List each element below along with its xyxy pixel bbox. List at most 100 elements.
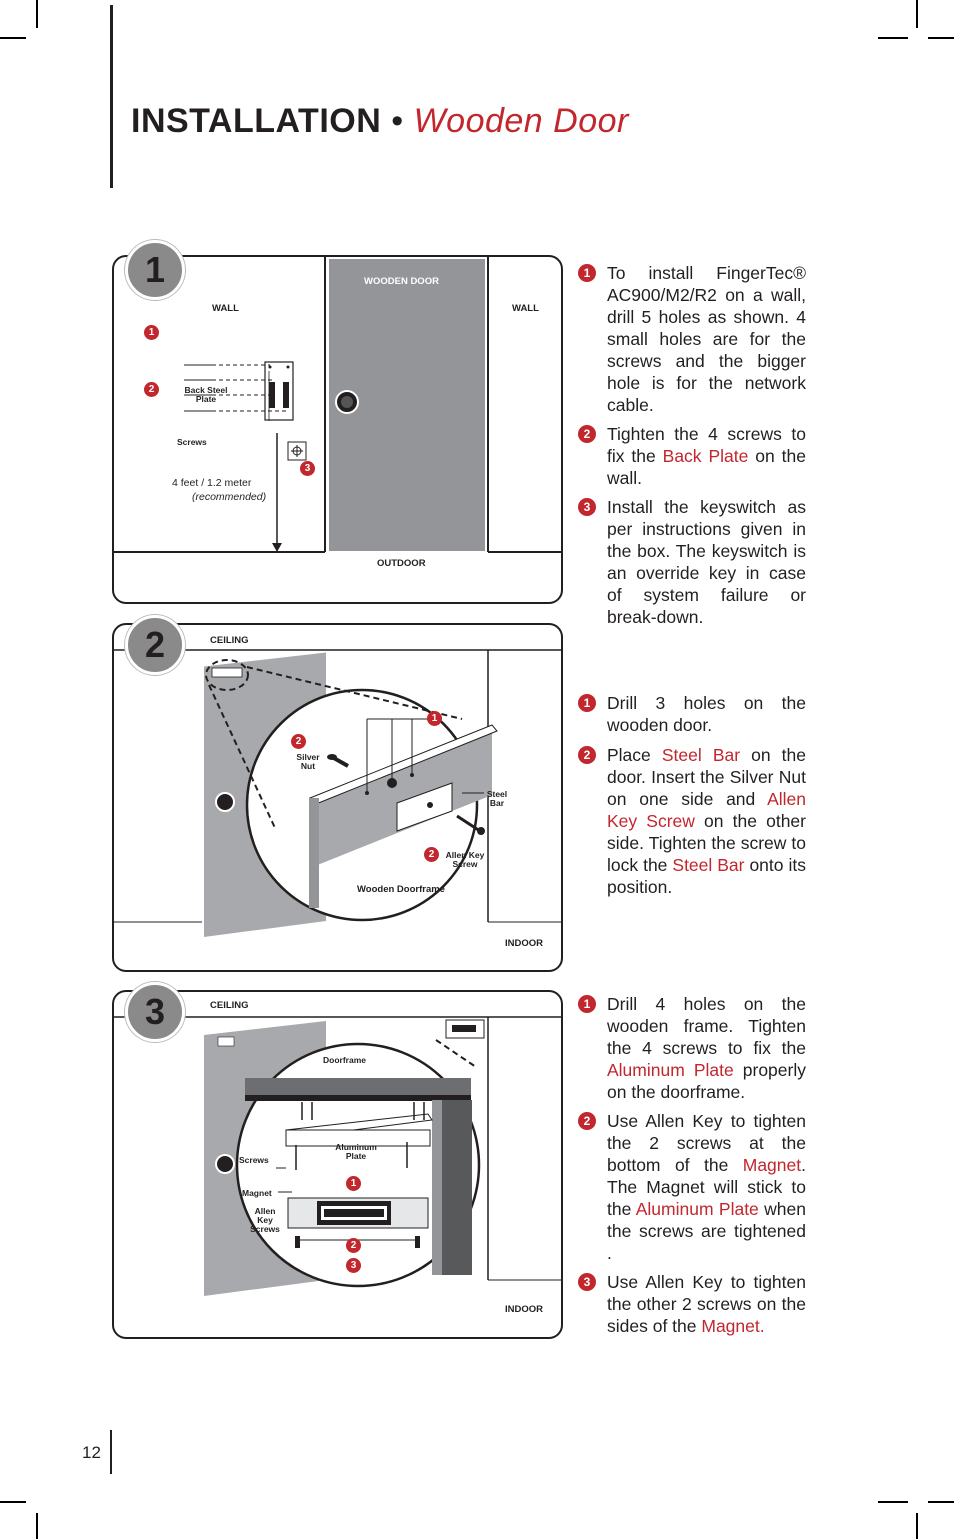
allen-key-screw-label: Allen Key Screw [445, 850, 485, 869]
page-number: 12 [82, 1443, 101, 1462]
figure-1-badge: 1 [125, 240, 185, 300]
figure-3-panel: CEILING INDOOR Doorframe Screws Aluminum… [112, 990, 563, 1339]
step-text-run: on the door. Insert the Silver Nut on on… [607, 745, 807, 809]
crop-mark [916, 0, 918, 28]
step-number-badge: 2 [578, 1112, 596, 1130]
crop-mark [36, 1513, 38, 1539]
step-text-run: To install FingerTec® AC900/M2/R2 on a w… [607, 263, 806, 415]
crop-mark [0, 1501, 26, 1503]
step-number-badge: 3 [578, 1273, 596, 1291]
back-steel-plate-label: Back Steel Plate [184, 385, 228, 404]
ceiling-label: CEILING [210, 635, 249, 646]
crop-mark [928, 37, 954, 39]
figure-2-panel: CEILING INDOOR Silver Nut Steel Bar Alle… [112, 623, 563, 972]
outdoor-label: OUTDOOR [377, 558, 426, 569]
crop-mark [916, 1513, 918, 1539]
wooden-doorframe-label: Wooden Doorframe [357, 884, 445, 895]
step-text-run: when the screws are tightened . [607, 1199, 806, 1263]
step-number-badge: 1 [578, 264, 596, 282]
instruction-step: 2 Tighten the 4 screws to fix the Back Pl… [578, 423, 806, 489]
step-text-run: Drill 3 holes on the wooden door. [607, 693, 806, 735]
step-text-run: onto its position. [607, 855, 806, 897]
marker-1: 1 [144, 325, 159, 340]
magnet-label: Magnet [242, 1188, 272, 1198]
crop-mark [36, 0, 38, 28]
step-text: Use Allen Key to tighten the other 2 scr… [607, 1271, 806, 1337]
step-number-badge: 1 [578, 995, 596, 1013]
figure-2-drawing [114, 649, 561, 937]
header-rule [110, 5, 113, 188]
highlighted-term: Magnet. [701, 1316, 765, 1336]
figure-1-drawing [114, 257, 561, 553]
allen-key-screws-label: Allen Key Screws [250, 1206, 280, 1234]
step-number-badge: 2 [578, 746, 596, 764]
highlighted-term: Allen Key Screw [607, 789, 806, 831]
crop-mark [0, 37, 26, 39]
step-text: Use Allen Key to tighten the 2 screws at… [607, 1110, 806, 1264]
title-subtitle: Wooden Door [413, 102, 629, 140]
silver-nut-label: Silver Nut [296, 752, 320, 771]
marker-2: 2 [291, 734, 306, 749]
screws-label: Screws [177, 437, 207, 447]
step-text-run: Place [607, 745, 662, 765]
wall-left-label: WALL [212, 303, 239, 314]
marker-2: 2 [144, 382, 159, 397]
marker-1: 1 [427, 711, 442, 726]
highlighted-term: Steel Bar [672, 855, 745, 875]
step-text: Tighten the 4 screws to fix the Back Pla… [607, 423, 806, 489]
crop-mark [928, 1501, 954, 1503]
page-title: INSTALLATION • Wooden Door [131, 102, 629, 141]
step-text-run: Drill 4 holes on the wooden frame. Tight… [607, 994, 806, 1058]
step-text: To install FingerTec® AC900/M2/R2 on a w… [607, 262, 806, 416]
step-text: Drill 3 holes on the wooden door. [607, 692, 806, 736]
step-text-run: properly on the doorframe. [607, 1060, 806, 1102]
figure-3-badge: 3 [125, 982, 185, 1042]
ceiling-label: CEILING [210, 1000, 249, 1011]
title-main: INSTALLATION [131, 102, 382, 140]
marker-2: 2 [346, 1238, 361, 1253]
instruction-step: 2 Place Steel Bar on the door. Insert the… [578, 744, 806, 898]
step-number-badge: 1 [578, 694, 596, 712]
figure-3-drawing [114, 1016, 561, 1296]
highlighted-term: Magnet [742, 1155, 802, 1175]
marker-3: 3 [346, 1258, 361, 1273]
step-text: Install the keyswitch as per instruction… [607, 496, 806, 628]
marker-2: 2 [424, 847, 439, 862]
highlighted-term: Steel Bar [661, 745, 741, 765]
wooden-door-label: WOODEN DOOR [364, 276, 439, 287]
highlighted-term: Aluminum Plate [635, 1199, 759, 1219]
instruction-step: 3 Install the keyswitch as per instructio… [578, 496, 806, 628]
wall-right-label: WALL [512, 303, 539, 314]
page-number-rule [110, 1430, 112, 1474]
instruction-step: 1 Drill 4 holes on the wooden frame. Tigh… [578, 993, 806, 1103]
doorframe-label: Doorframe [323, 1055, 366, 1065]
crop-mark [878, 1501, 908, 1503]
title-separator: • [391, 102, 404, 140]
step-number-badge: 2 [578, 425, 596, 443]
step-text-run: Tighten the 4 screws to fix the [607, 424, 806, 466]
step-text-run: Use Allen Key to tighten the 2 screws at… [607, 1111, 806, 1175]
step-text-run: Use Allen Key to tighten the other 2 scr… [607, 1272, 806, 1336]
instruction-step: 1 Drill 3 holes on the wooden door. [578, 692, 806, 736]
marker-3: 3 [300, 461, 315, 476]
crop-mark [878, 37, 908, 39]
indoor-label: INDOOR [505, 938, 543, 949]
marker-1: 1 [346, 1176, 361, 1191]
step-text: Drill 4 holes on the wooden frame. Tight… [607, 993, 806, 1103]
aluminum-plate-label: Aluminum Plate [335, 1142, 377, 1161]
highlighted-term: Back Plate [662, 446, 749, 466]
screws-label: Screws [239, 1155, 269, 1165]
step-text-run: on the wall. [607, 446, 806, 488]
steel-bar-label: Steel Bar [486, 789, 508, 808]
step-text-run: on the other side. Tighten the screw to … [607, 811, 806, 875]
figure-2-badge: 2 [125, 615, 185, 675]
height-note: (recommended) [192, 491, 267, 503]
highlighted-term: Aluminum Plate [607, 1060, 734, 1080]
step-text: Place Steel Bar on the door. Insert the … [607, 744, 806, 898]
step-text-run: Install the keyswitch as per instruction… [607, 497, 806, 627]
instruction-step: 2 Use Allen Key to tighten the 2 screws a… [578, 1110, 806, 1264]
instruction-step: 3 Use Allen Key to tighten the other 2 sc… [578, 1271, 806, 1337]
step-number-badge: 3 [578, 498, 596, 516]
step-text-run: . The Magnet will stick to the [607, 1155, 806, 1219]
indoor-label: INDOOR [505, 1304, 543, 1315]
